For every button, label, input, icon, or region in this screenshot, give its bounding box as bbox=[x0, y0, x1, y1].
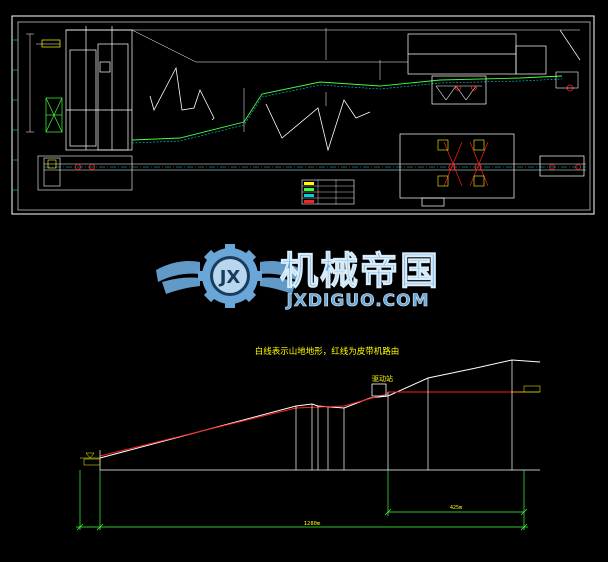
drawing-inner-frame bbox=[17, 21, 591, 211]
right-dimension-label: 425m bbox=[450, 505, 462, 511]
conveyor-belt-elevation bbox=[131, 75, 563, 141]
plan-drive-station bbox=[399, 133, 585, 207]
frame-tick-marks bbox=[12, 39, 18, 191]
plan-drive-units bbox=[437, 139, 581, 187]
profile-caption: 白线表示山地地形，红线为皮带机路由 bbox=[255, 346, 400, 357]
terrain-zigzag-right bbox=[265, 99, 371, 152]
tail-drive-marks bbox=[455, 71, 579, 92]
tail-station-building bbox=[407, 29, 581, 105]
conveyor-plan-drawing bbox=[11, 15, 595, 215]
bottom-dimension-label: 1280m bbox=[304, 521, 321, 527]
plan-left-building bbox=[37, 155, 133, 191]
site-watermark: JX 机械帝国 JXDIGUO.COM bbox=[156, 244, 440, 311]
gear-icon bbox=[198, 244, 262, 308]
conveyor-belt-elevation-cyan bbox=[131, 78, 563, 144]
left-elevation-marker bbox=[80, 452, 101, 466]
right-dimension bbox=[384, 470, 528, 516]
terrain-profile-line bbox=[99, 359, 541, 459]
terrain-profile-drawing: 白线表示山地地形，红线为皮带机路由 驱动站 bbox=[76, 346, 541, 531]
watermark-brand-en: JXDIGUO.COM bbox=[285, 291, 429, 311]
profile-vertical-lines bbox=[99, 360, 513, 470]
left-dimension-lines bbox=[26, 33, 60, 133]
watermark-brand-cn: 机械帝国 bbox=[280, 249, 440, 293]
wings-icon bbox=[156, 261, 302, 294]
drive-station-box bbox=[371, 383, 387, 397]
legend-table bbox=[301, 179, 355, 205]
yellow-marker-box bbox=[41, 39, 61, 48]
tail-drive-truss bbox=[435, 85, 482, 101]
bottom-dimension bbox=[76, 470, 528, 531]
drive-station-label: 驱动站 bbox=[372, 374, 393, 383]
slope-line-upper bbox=[131, 29, 197, 63]
head-station-building bbox=[65, 26, 133, 151]
conveyor-plan-line bbox=[44, 163, 586, 171]
terrain-zigzag-left bbox=[149, 66, 215, 121]
steel-support-tower bbox=[45, 97, 63, 133]
watermark-badge: JX bbox=[218, 267, 241, 288]
belt-vertical-markers bbox=[243, 28, 381, 132]
plan-left-pulleys bbox=[47, 159, 96, 170]
right-elevation-marker bbox=[512, 385, 541, 393]
drawing-outer-frame bbox=[11, 15, 595, 215]
